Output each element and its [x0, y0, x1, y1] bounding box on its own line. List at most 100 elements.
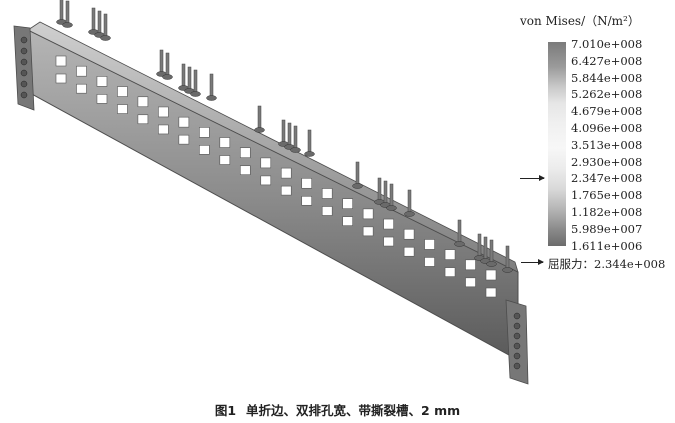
- legend-tick-label: 5.844e+008: [571, 70, 643, 85]
- legend-tick-label: 4.679e+008: [571, 104, 643, 119]
- lower-hole: [158, 124, 169, 135]
- end-plate-bolt: [513, 322, 521, 330]
- figure-caption: 图1 单折边、双排孔宽、带撕裂槽、2 mm: [0, 400, 675, 419]
- bolt: [103, 13, 108, 39]
- bolt-nut: [352, 183, 363, 189]
- bolt-nut: [404, 211, 415, 217]
- end-plate-bolt: [513, 342, 521, 350]
- bolt: [457, 219, 462, 245]
- bolt-nut: [62, 22, 73, 28]
- left-end-plate: [13, 25, 35, 111]
- upper-hole: [465, 259, 476, 271]
- bolt: [355, 161, 360, 187]
- end-plate-bolt: [513, 332, 521, 340]
- bolt-nut: [162, 74, 173, 80]
- lower-hole: [55, 73, 67, 84]
- bolt: [505, 245, 510, 271]
- bolt: [383, 180, 388, 206]
- upper-hole: [280, 167, 292, 179]
- end-plate-bolt: [20, 47, 28, 55]
- lower-hole: [76, 83, 87, 94]
- legend-tick-label: 4.096e+008: [571, 121, 643, 135]
- lower-hole: [219, 155, 231, 165]
- bolt-nut: [290, 147, 301, 153]
- bolt-nut: [486, 261, 497, 267]
- bolt: [489, 239, 494, 265]
- lower-hole: [424, 257, 435, 267]
- upper-hole: [55, 55, 67, 67]
- legend-tick-label: 1.765e+008: [571, 188, 643, 203]
- legend-title: von Mises/（N/m²）: [520, 14, 640, 28]
- bolt: [59, 0, 64, 23]
- upper-hole: [239, 147, 251, 159]
- bolt: [307, 129, 312, 155]
- end-plate-bolt: [20, 69, 28, 77]
- legend-tick-label: 2.930e+008: [571, 154, 643, 169]
- bolt: [257, 105, 262, 131]
- bolt: [97, 10, 102, 36]
- legend-tick-label: 3.513e+008: [571, 137, 643, 152]
- lower-hole: [485, 287, 497, 298]
- end-plate-bolt: [20, 58, 28, 66]
- upper-hole: [260, 157, 272, 169]
- stress-marker-arrow: [520, 175, 545, 181]
- lower-hole: [96, 94, 108, 104]
- bolt: [477, 233, 482, 259]
- bolt-nut: [190, 91, 201, 97]
- lower-hole: [280, 185, 292, 196]
- legend-color-bar: [548, 42, 566, 246]
- upper-hole: [137, 96, 149, 108]
- end-plate-bolt: [513, 362, 521, 370]
- lower-hole: [403, 246, 415, 257]
- legend-tick-label: 2.347e+008: [571, 171, 643, 186]
- bolt: [407, 189, 412, 215]
- lower-hole: [444, 267, 456, 277]
- legend-tick-label: 1.182e+008: [571, 205, 643, 219]
- bolt: [187, 66, 192, 92]
- upper-hole: [424, 239, 435, 250]
- bolt-nut: [454, 241, 465, 247]
- legend-tick-label: 5.989e+007: [571, 221, 643, 236]
- lower-hole: [178, 134, 190, 145]
- bolt: [91, 7, 96, 33]
- bolt: [281, 119, 286, 145]
- upper-hole: [117, 86, 128, 97]
- lower-hole: [342, 216, 353, 226]
- upper-hole: [301, 177, 313, 189]
- figure-number: 图1: [214, 403, 237, 418]
- bolt: [165, 52, 170, 78]
- bolt: [65, 0, 70, 26]
- lower-hole: [301, 195, 313, 206]
- upper-hole: [362, 208, 374, 220]
- lower-hole: [383, 236, 394, 247]
- yield-arrow: [521, 259, 544, 265]
- bolt-nut: [206, 95, 217, 101]
- lower-hole: [117, 104, 128, 114]
- bolt-nut: [100, 35, 111, 41]
- bolt-nut: [254, 127, 265, 133]
- beam-model-render: [13, 0, 529, 385]
- upper-hole: [178, 116, 190, 128]
- bolt: [389, 183, 394, 209]
- end-plate-bolt: [513, 312, 521, 320]
- caption-text: 单折边、双排孔宽、带撕裂槽、2 mm: [246, 403, 461, 418]
- lower-hole: [362, 226, 374, 237]
- upper-hole: [219, 137, 231, 148]
- upper-hole: [444, 249, 456, 260]
- lower-hole: [199, 145, 210, 155]
- lower-hole: [137, 114, 149, 125]
- lower-hole: [465, 277, 476, 288]
- upper-hole: [342, 198, 353, 209]
- lower-hole: [239, 165, 251, 176]
- beam-top-flange: [27, 21, 519, 273]
- lower-hole: [260, 175, 272, 186]
- lower-hole: [321, 206, 333, 216]
- bolt-nut: [304, 151, 315, 157]
- bolt: [209, 73, 214, 99]
- right-end-plate: [505, 299, 529, 385]
- upper-hole: [96, 76, 108, 87]
- upper-hole: [76, 65, 87, 77]
- bolt: [483, 236, 488, 262]
- legend-tick-label: 7.010e+008: [571, 37, 643, 51]
